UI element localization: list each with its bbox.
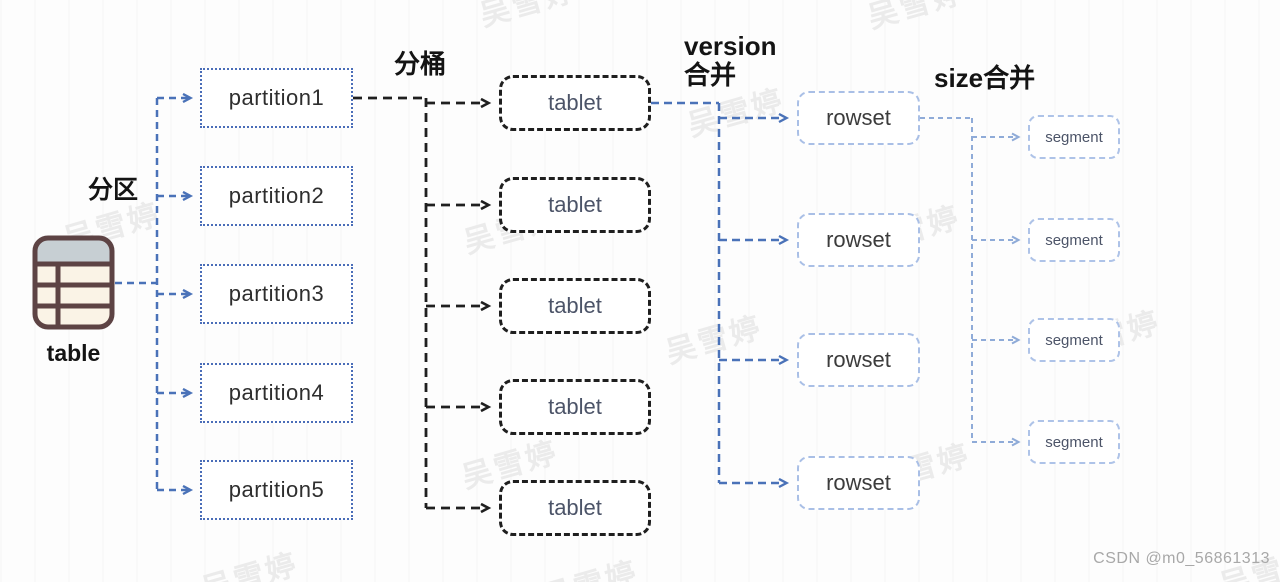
rowset-to-segments-edges bbox=[920, 117, 1021, 447]
rowset-node-4: rowset bbox=[797, 456, 920, 510]
label-size-merge: size合并 bbox=[934, 63, 1036, 93]
partition2-node: partition2 bbox=[200, 166, 353, 226]
rowset-node-2: rowset bbox=[797, 213, 920, 267]
partition3-node: partition3 bbox=[200, 264, 353, 324]
partition-to-tablets-edges bbox=[353, 96, 488, 508]
tablet-node-4: tablet bbox=[499, 379, 651, 435]
tablet-node-3: tablet bbox=[499, 278, 651, 334]
tablet-node-1: tablet bbox=[499, 75, 651, 131]
tablet-to-rowsets-edges bbox=[651, 101, 786, 483]
table-node-label: table bbox=[46, 340, 101, 366]
watermark: 吴雪婷 bbox=[536, 547, 643, 582]
table-to-partitions-edges bbox=[115, 98, 190, 490]
watermark: 吴雪婷 bbox=[662, 310, 767, 370]
segment-node-2: segment bbox=[1028, 218, 1120, 262]
segment-node-1: segment bbox=[1028, 115, 1120, 159]
table-icon bbox=[32, 235, 115, 330]
label-bucket-step: 分桶 bbox=[394, 49, 447, 79]
watermark: 吴雪婷 bbox=[198, 547, 303, 582]
tablet-node-5: tablet bbox=[499, 480, 651, 536]
label-version-merge: version 合并 bbox=[684, 31, 777, 91]
segment-node-4: segment bbox=[1028, 420, 1120, 464]
segment-node-3: segment bbox=[1028, 318, 1120, 362]
watermark: 吴雪婷 bbox=[476, 0, 581, 33]
tablet-node-2: tablet bbox=[499, 177, 651, 233]
partition4-node: partition4 bbox=[200, 363, 353, 423]
rowset-node-1: rowset bbox=[797, 91, 920, 145]
rowset-node-3: rowset bbox=[797, 333, 920, 387]
watermark: 吴雪婷 bbox=[864, 0, 969, 35]
partition1-node: partition1 bbox=[200, 68, 353, 128]
csdn-credit: CSDN @m0_56861313 bbox=[1093, 550, 1270, 567]
partition5-node: partition5 bbox=[200, 460, 353, 520]
label-partition-step: 分区 bbox=[88, 176, 139, 204]
